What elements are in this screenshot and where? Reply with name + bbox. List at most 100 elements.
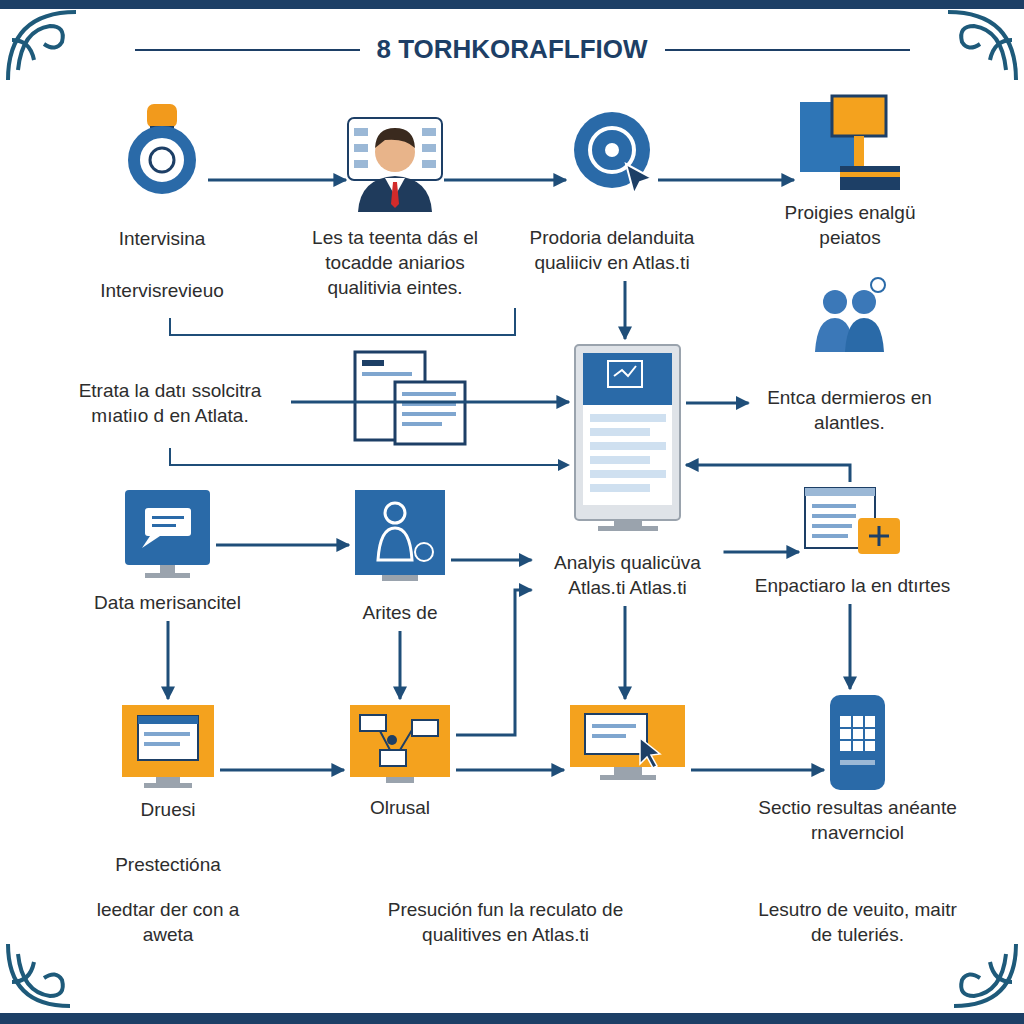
icon-part <box>144 783 192 788</box>
icon-part <box>348 118 442 180</box>
icon-part <box>812 524 852 528</box>
icon-part <box>590 470 666 478</box>
step-text: leedtar der con a aweta <box>83 897 253 947</box>
step-text: Proigies enalgü peiatos <box>760 200 940 250</box>
icon-part <box>160 565 175 573</box>
icon-part <box>170 308 515 335</box>
icon-part <box>590 414 666 422</box>
step-text: Analyis qualicüva Atlas.ti Atlas.ti <box>538 550 718 600</box>
icon-part <box>350 705 450 777</box>
icon-part <box>18 954 63 996</box>
icon-part <box>812 514 856 518</box>
person-icon <box>348 118 442 212</box>
flow-arrow <box>624 606 627 699</box>
icon-part <box>12 40 34 60</box>
icon-part <box>391 182 399 208</box>
flow-arrow <box>399 631 402 699</box>
step-text: Presución fun la reculato de qualitives … <box>361 897 651 947</box>
icon-part <box>605 143 619 157</box>
icon-part <box>626 164 652 194</box>
analysis-icon <box>574 112 652 194</box>
phone-icon <box>830 695 885 790</box>
step-text: Intervisina <box>119 226 206 251</box>
icon-part <box>415 543 433 561</box>
flow-arrow <box>167 621 170 699</box>
user-icon <box>355 490 445 581</box>
icon-part <box>608 361 642 387</box>
flow-arrow <box>658 179 794 182</box>
flow-arrow <box>456 769 564 772</box>
icon-part <box>812 534 848 538</box>
icon-part <box>575 345 680 520</box>
icon-part <box>830 695 885 790</box>
flow-arrow <box>456 590 532 735</box>
icon-part <box>378 528 412 560</box>
icon-part <box>840 166 900 190</box>
step-text: Lesutro de veuito, maitr de tuleriés. <box>758 897 958 947</box>
icon-part <box>614 520 642 526</box>
icon-part <box>362 360 384 366</box>
icon-part <box>598 526 658 531</box>
icon-part <box>358 176 432 212</box>
icon-part <box>0 1013 1024 1024</box>
icon-part <box>840 716 875 751</box>
icon-part <box>138 716 198 724</box>
icon-part <box>422 144 436 152</box>
monitor-icon <box>575 345 680 531</box>
icon-part <box>640 738 660 768</box>
icon-part <box>402 412 456 416</box>
flow-step: Entca dermieros en alantles. <box>812 285 887 360</box>
icon-part <box>18 26 63 70</box>
icon-part <box>122 705 214 777</box>
icon-part <box>869 526 889 546</box>
icon-part <box>583 353 672 405</box>
icon-part <box>0 0 1024 9</box>
icon-part <box>385 503 405 523</box>
flow-arrow <box>291 401 569 404</box>
icon-part <box>583 353 672 505</box>
icon-part <box>144 742 180 746</box>
icon-part <box>402 422 442 426</box>
step-text: Etrata la datı ssolcitra mıatiıo d en At… <box>55 378 285 428</box>
icon-part <box>156 777 180 783</box>
add-document-icon <box>805 488 900 554</box>
icon-part <box>134 132 190 188</box>
icon-part <box>823 290 847 314</box>
icon-part <box>152 524 176 527</box>
icon-part <box>150 148 174 172</box>
icon-part <box>387 735 397 745</box>
flow-step: Les ta teenta dás el tocadde aniarios qu… <box>352 112 438 212</box>
icon-part <box>412 720 438 736</box>
icon-part <box>375 128 415 148</box>
icon-part <box>961 954 1006 996</box>
flow-arrow <box>220 769 344 772</box>
step-text: Arites de <box>363 600 438 625</box>
corner-ornament <box>8 12 1016 1006</box>
flow-arrow <box>208 179 346 182</box>
icon-part <box>570 705 685 767</box>
icon-part <box>600 775 656 780</box>
icon-part <box>8 944 70 1006</box>
icon-part <box>812 504 856 508</box>
flow-step: Sectio resultas anéante rnavernciolLesut… <box>830 695 885 790</box>
icon-part <box>961 26 1006 70</box>
icon-part <box>360 715 386 731</box>
icon-part <box>832 96 886 136</box>
network-icon <box>350 705 450 783</box>
icon-part <box>592 724 636 728</box>
icon-part <box>840 760 875 765</box>
icon-part <box>395 382 465 444</box>
flow-step: Enpactiaro la en dtırtes <box>805 488 900 558</box>
icon-part <box>380 730 412 750</box>
step-text: Prodoria delanduita qualiiciv en Atlas.t… <box>497 225 727 275</box>
step-text: Intervisrevieuo <box>100 278 224 303</box>
icon-part <box>590 484 650 492</box>
flow-arrow <box>624 281 627 339</box>
cursor-monitor-icon <box>570 705 685 780</box>
icon-part <box>854 136 864 166</box>
document-icon <box>355 352 465 444</box>
icon-part <box>125 490 210 565</box>
flow-arrow <box>724 551 800 554</box>
icon-part <box>558 459 570 471</box>
icon-part <box>354 160 368 168</box>
